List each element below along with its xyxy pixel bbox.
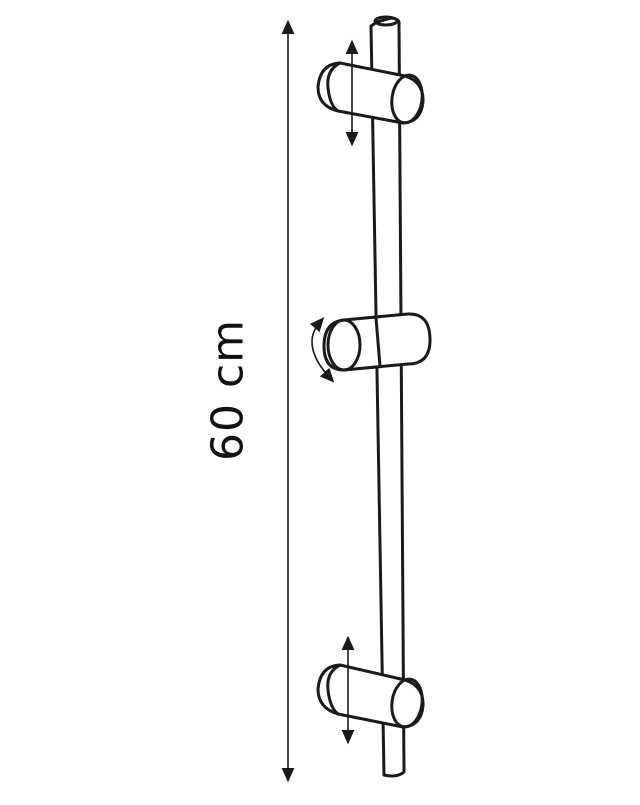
- bottom-wall-bracket: [316, 663, 425, 729]
- height-dimension-label: 60 cm: [202, 318, 254, 462]
- top-wall-bracket: [316, 61, 425, 125]
- middle-holder-rotation-arrow: [309, 317, 335, 383]
- rail-bar: [369, 15, 406, 778]
- middle-shower-holder: [322, 312, 432, 372]
